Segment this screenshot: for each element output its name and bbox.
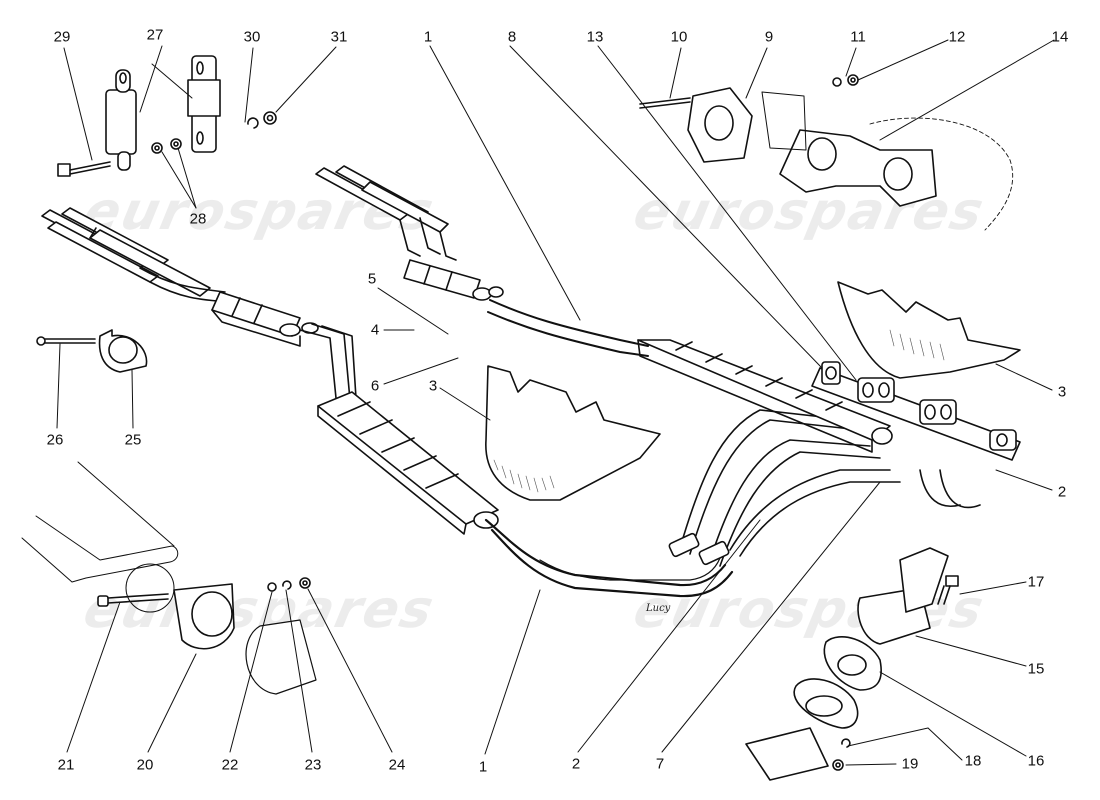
callout-4[interactable]: 4 bbox=[370, 321, 380, 339]
bolt-21 bbox=[97, 593, 169, 607]
muffler-end-ghost bbox=[21, 515, 179, 613]
left-rear-tailpipes bbox=[41, 207, 231, 303]
callout-2[interactable]: 2 bbox=[571, 755, 581, 773]
right-center-muffler bbox=[403, 259, 504, 301]
callout-18[interactable]: 18 bbox=[964, 752, 982, 770]
callout-10[interactable]: 10 bbox=[670, 28, 688, 46]
manifold-flanges bbox=[811, 361, 1021, 509]
callout-6[interactable]: 6 bbox=[370, 377, 380, 395]
front-pipe bbox=[484, 518, 734, 598]
callout-2[interactable]: 2 bbox=[1057, 483, 1067, 501]
callout-3[interactable]: 3 bbox=[1057, 383, 1067, 401]
callout-17[interactable]: 17 bbox=[1027, 573, 1045, 591]
callout-3[interactable]: 3 bbox=[428, 377, 438, 395]
washer-28b bbox=[170, 138, 182, 150]
bolt-29 bbox=[57, 161, 111, 177]
callout-28[interactable]: 28 bbox=[189, 210, 207, 228]
callout-1[interactable]: 1 bbox=[423, 28, 433, 46]
stud-10 bbox=[639, 97, 691, 109]
callout-7[interactable]: 7 bbox=[655, 755, 665, 773]
callout-1[interactable]: 1 bbox=[478, 758, 488, 776]
callout-16[interactable]: 16 bbox=[1027, 752, 1045, 770]
nut-19 bbox=[832, 759, 844, 771]
callout-9[interactable]: 9 bbox=[764, 28, 774, 46]
washer-22 bbox=[267, 582, 277, 592]
left-front-muffler bbox=[317, 391, 499, 535]
gasket-9 bbox=[687, 87, 753, 163]
right-front-muffler bbox=[637, 339, 893, 453]
right-long-pipe bbox=[487, 299, 649, 357]
callout-22[interactable]: 22 bbox=[221, 756, 239, 774]
clamp-25 bbox=[98, 329, 148, 373]
callout-24[interactable]: 24 bbox=[388, 756, 406, 774]
callout-21[interactable]: 21 bbox=[57, 756, 75, 774]
nut-24 bbox=[299, 577, 311, 589]
artist-signature: Lucy bbox=[646, 603, 671, 614]
gasket-16 bbox=[823, 636, 882, 691]
rubber-mount-1 bbox=[105, 69, 137, 171]
heat-shield-right bbox=[837, 281, 1021, 379]
flange-15 bbox=[857, 547, 949, 645]
nut-31 bbox=[263, 111, 277, 125]
right-rear-tailpipes bbox=[315, 165, 457, 261]
callout-25[interactable]: 25 bbox=[124, 431, 142, 449]
spring-washer-30 bbox=[247, 117, 259, 129]
bolt-17 bbox=[937, 575, 959, 605]
callout-13[interactable]: 13 bbox=[586, 28, 604, 46]
clamp-20 bbox=[173, 583, 235, 650]
callout-26[interactable]: 26 bbox=[46, 431, 64, 449]
callout-31[interactable]: 31 bbox=[330, 28, 348, 46]
callout-5[interactable]: 5 bbox=[367, 270, 377, 288]
lower-pipe-flange bbox=[745, 678, 859, 781]
callout-11[interactable]: 11 bbox=[850, 28, 866, 46]
callout-30[interactable]: 30 bbox=[243, 28, 261, 46]
callout-14[interactable]: 14 bbox=[1051, 28, 1069, 46]
callout-19[interactable]: 19 bbox=[901, 755, 919, 773]
leader-lines bbox=[56, 39, 1055, 766]
callout-8[interactable]: 8 bbox=[507, 28, 517, 46]
callout-20[interactable]: 20 bbox=[136, 756, 154, 774]
gasket-outline-ghost bbox=[761, 91, 807, 151]
spring-washer-23 bbox=[282, 580, 292, 590]
callout-29[interactable]: 29 bbox=[53, 28, 71, 46]
nut-12 bbox=[847, 74, 859, 86]
gasket-14 bbox=[779, 129, 937, 207]
callout-12[interactable]: 12 bbox=[948, 28, 966, 46]
pipe-stub bbox=[245, 619, 317, 695]
bolt-26 bbox=[36, 336, 96, 346]
washer-28a bbox=[151, 142, 163, 154]
exhaust-headers bbox=[668, 409, 901, 567]
callout-27[interactable]: 27 bbox=[146, 26, 164, 44]
rubber-mount-2 bbox=[187, 55, 221, 153]
callout-23[interactable]: 23 bbox=[304, 756, 322, 774]
callout-15[interactable]: 15 bbox=[1027, 660, 1045, 678]
washer-11 bbox=[832, 77, 842, 87]
heat-shield-left bbox=[485, 365, 661, 501]
left-center-muffler bbox=[211, 291, 357, 401]
